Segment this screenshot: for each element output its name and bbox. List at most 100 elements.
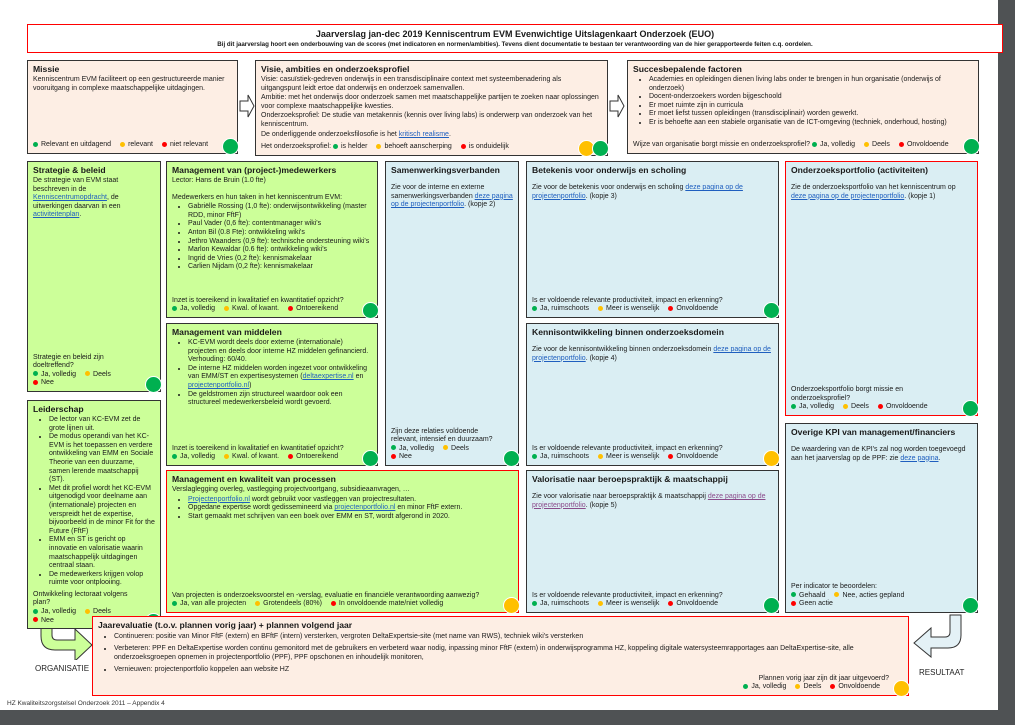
option-red: Onvoldoende [877,403,928,410]
option-label: Ja, ruimschoots [540,305,590,313]
assessment-footer: Ontwikkeling lectoraat volgens plan?Ja, … [33,588,155,625]
box-title: Jaarevaluatie (t.o.v. plannen vorig jaar… [98,620,353,630]
score-indicator-green [592,139,609,157]
option-green: Relevant en uitdagend [33,141,111,148]
yellow-dot-icon [795,684,801,690]
list-item: Projectenportfolio.nl wordt gebruikt voo… [188,496,513,505]
link[interactable]: activiteitenplan [33,211,80,219]
link[interactable]: deze pagina op de projectenportfolio [532,493,766,509]
option-label: Deels [872,141,890,149]
yellow-dot-icon [85,371,91,377]
paragraph: Zie de onderzoeksportfolio van het kenni… [791,184,972,201]
score-indicator-green [222,138,239,155]
arrow-right-icon [239,94,255,118]
option-green: is helder [333,143,367,150]
box-title: Onderzoeksportfolio (activiteiten) [791,165,929,175]
link[interactable]: projectenportfolio.nl [334,504,396,512]
option-label: Grotendeels (80%) [263,600,322,608]
list-item: Er moet liefst tussen opleidingen (trans… [649,110,973,119]
score-indicator-green [763,597,780,614]
list-item: Er moet ruimte zijn in curricula [649,102,973,111]
option-label: is onduidelijk [468,143,509,151]
link[interactable]: deze pagina [900,454,939,462]
link[interactable]: deze pagina op de projectenportfolio [532,346,771,362]
assessment-footer: Inzet is toereikend in kwalitatief en kw… [172,442,372,462]
text-segment: Anton Bil (0.8 Fte): ontwikkeling wiki's [188,228,305,236]
text-segment: Verslaglegging overleg, vastlegging proj… [172,486,410,493]
option-label: Gehaald [799,591,826,599]
option-label: Ja, volledig [180,305,216,313]
option-yellow: Meer is wenselijk [598,453,659,460]
link[interactable]: projectenportfolio.nl [188,381,250,389]
resultaat-label: RESULTAAT [919,668,965,677]
yellow-dot-icon [443,445,449,451]
list-item: Continueren: positie van Minor FftF (ext… [114,632,903,641]
text-segment: . [79,211,82,219]
link[interactable]: deze pagina op de projectenportfolio [532,184,743,200]
box-title: Management en kwaliteit van processen [172,474,336,484]
link[interactable]: deze pagina op de projectenportfolio [391,192,513,209]
option-green: Ja, volledig [743,683,786,690]
list-item: Vernieuwen: projectenportfolio koppelen … [114,665,903,674]
option-label: Nee [399,453,412,461]
option-label: Ontoereikend [296,305,339,313]
green-dot-icon [172,306,177,312]
link[interactable]: deze pagina op de projectenportfolio [791,192,905,200]
option-red: Onvoldoende [668,305,718,312]
text-segment: . [448,130,451,138]
green-dot-icon [532,306,537,312]
green-dot-icon [172,601,177,607]
box-title: Samenwerkingsverbanden [391,165,500,175]
option-label: Ja, volledig [799,403,835,411]
option-label: Ja, volledig [399,444,435,452]
option-green: Ja, ruimschoots [532,600,589,607]
option-yellow: Deels [85,371,111,378]
link[interactable]: kritisch realisme [398,130,449,138]
green-dot-icon [172,454,177,460]
option-label: Geen actie [799,600,833,608]
option-label: Ja, volledig [180,453,216,461]
bullet-list: De lector van KC-EVM zet de grote lijnen… [33,416,155,588]
yellow-dot-icon [598,454,604,460]
list-item: De geldstromen zijn structureel waardoor… [188,391,372,408]
score-indicator-green [145,376,162,393]
option-label: Kwal. of kwant. [232,305,280,313]
option-red: is onduidelijk [460,143,509,151]
text-segment: . (kopje 3) [585,192,617,200]
page-footer: HZ Kwaliteitszorgstelsel Onderzoek 2011 … [7,700,165,707]
box-title: Visie, ambities en onderzoeksprofiel [261,64,410,74]
assessment-options: Ja, ruimschoots Meer is wenselijk Onvoldoe… [532,305,759,314]
link[interactable]: Projectenportfolio.nl [188,495,250,503]
list-item: Paul Vader (0,6 fte): contentmanager wik… [188,220,372,229]
option-green: Ja, ruimschoots [532,305,589,312]
box-title: Succesbepalende factoren [633,64,742,74]
option-yellow: Meer is wenselijk [598,305,659,312]
text-segment: . (kopje 5) [585,501,617,509]
bullet-list: Academies en opleidingen dienen living l… [633,76,973,128]
option-label: Nee [41,616,54,624]
paragraph: Visie: casuïstiek-gedreven onderwijs in … [261,76,602,93]
link[interactable]: deltaexpertise.nl [302,373,354,381]
report-title: Jaarverslag jan-dec 2019 Kenniscentrum E… [315,29,715,39]
option-green: Ja, volledig [791,403,834,410]
text-segment: Ingrid de Vries (0,2 fte): kennismakelaa… [188,254,312,262]
assessment-footer: Zijn deze relaties voldoende relevant, i… [391,425,513,462]
text-segment: . [938,454,941,462]
yellow-dot-icon [598,601,604,607]
option-label: Deels [451,444,469,452]
score-indicator-yellow [763,450,780,467]
paragraph: Verslaglegging overleg, vastlegging proj… [172,486,513,495]
text-segment: Medewerkers en hun taken in het kennisce… [172,193,343,201]
text-segment: Zie voor de kennisontwikkeling binnen on… [532,346,714,353]
option-label: Meer is wenselijk [606,453,660,461]
assessment-question: Het onderzoeksprofiel: [261,143,332,151]
list-item: Er is behoefte aan een stabiele organisa… [649,119,973,128]
box-title: Kennisontwikkeling binnen onderzoeksdome… [532,327,724,337]
option-green: Ja, volledig [33,371,76,378]
link[interactable]: Kenniscentrumopdracht [33,194,107,202]
option-red: Ontoereikend [288,305,338,312]
